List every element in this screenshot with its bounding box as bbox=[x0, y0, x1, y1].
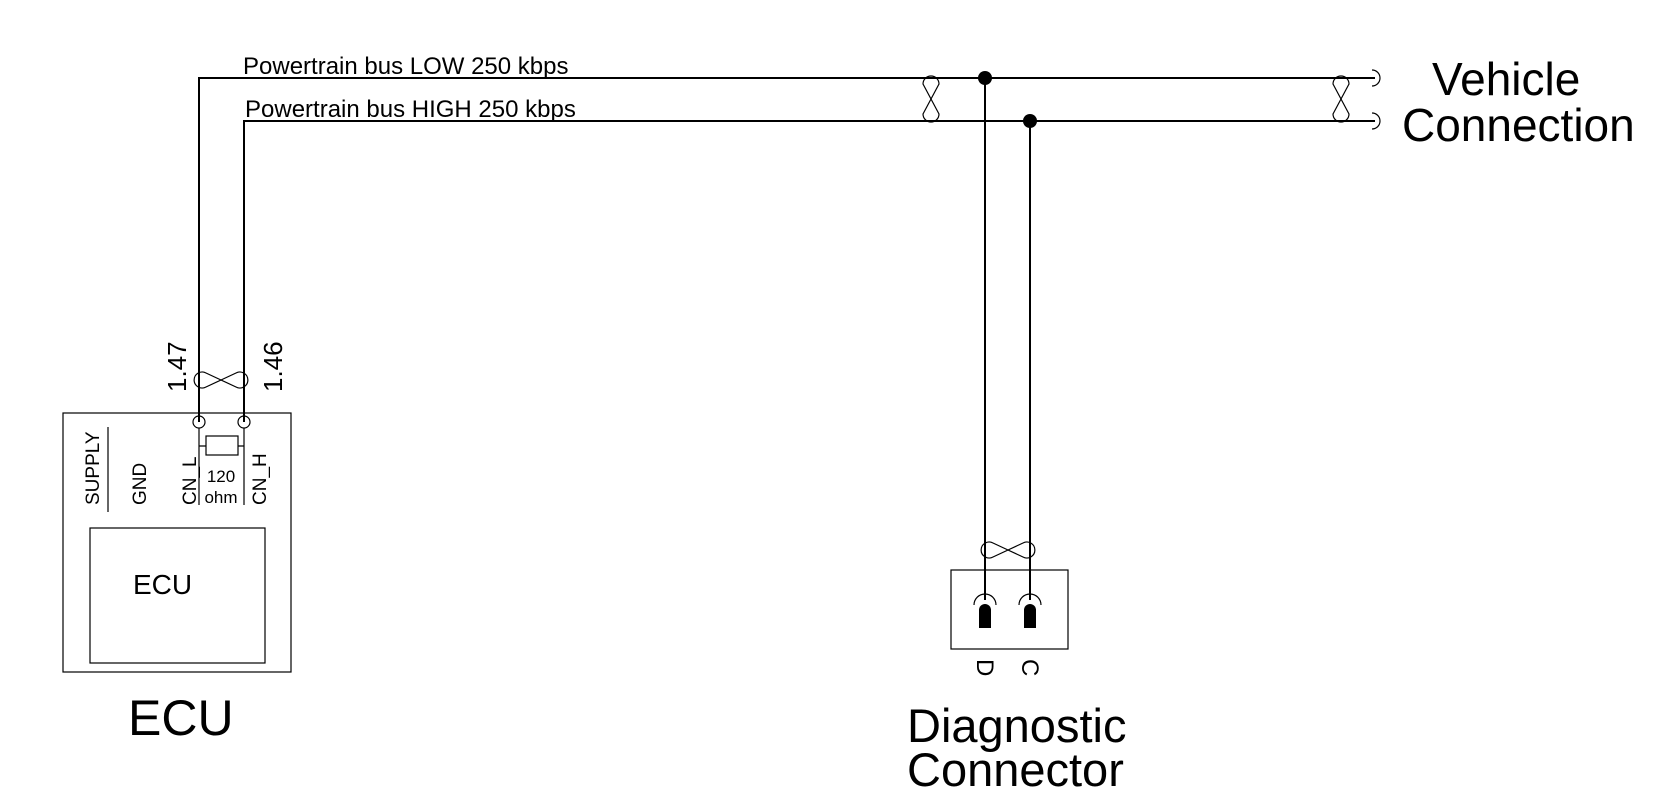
twisted-pair-icon bbox=[922, 75, 940, 123]
ecu-label: ECU bbox=[128, 690, 234, 746]
diagnostic-connector-label-line2: Connector bbox=[907, 743, 1124, 796]
resistor-unit: ohm bbox=[204, 488, 237, 507]
twisted-pair-icon bbox=[1332, 75, 1350, 123]
ecu-pin-146-label: 1.46 bbox=[258, 341, 288, 392]
supply-label: SUPPLY bbox=[83, 431, 104, 505]
twisted-pair-icon bbox=[980, 541, 1036, 559]
resistor-value: 120 bbox=[207, 467, 235, 486]
ecu-box bbox=[62, 412, 292, 673]
connector-end-icon bbox=[1371, 69, 1381, 130]
vehicle-connection-label-line2: Connection bbox=[1402, 99, 1635, 151]
twisted-pair-icon bbox=[193, 371, 249, 389]
pin-d-icon bbox=[973, 593, 997, 628]
gnd-label: GND bbox=[130, 463, 151, 505]
cn-h-label: CN_H bbox=[250, 453, 271, 505]
ecu-inner-box bbox=[89, 527, 266, 664]
pin-c-icon bbox=[1018, 593, 1042, 628]
diagnostic-connector-box bbox=[950, 569, 1069, 650]
cn-l-label: CN_L bbox=[180, 456, 201, 505]
pin-d-label: D bbox=[971, 659, 998, 676]
vehicle-connection-label-line1: Vehicle bbox=[1432, 53, 1580, 105]
ecu-pin-147-label: 1.47 bbox=[162, 341, 192, 392]
bus-high-label: Powertrain bus HIGH 250 kbps bbox=[245, 96, 576, 123]
bus-low-wire bbox=[198, 77, 1375, 422]
bus-high-wire bbox=[243, 120, 1375, 422]
resistor-icon bbox=[199, 435, 244, 456]
diagnostic-connector-label-line1: Diagnostic bbox=[907, 699, 1126, 752]
ecu-inner-label: ECU bbox=[133, 569, 192, 600]
bus-low-label: Powertrain bus LOW 250 kbps bbox=[243, 53, 569, 80]
pin-c-label: C bbox=[1016, 659, 1043, 676]
